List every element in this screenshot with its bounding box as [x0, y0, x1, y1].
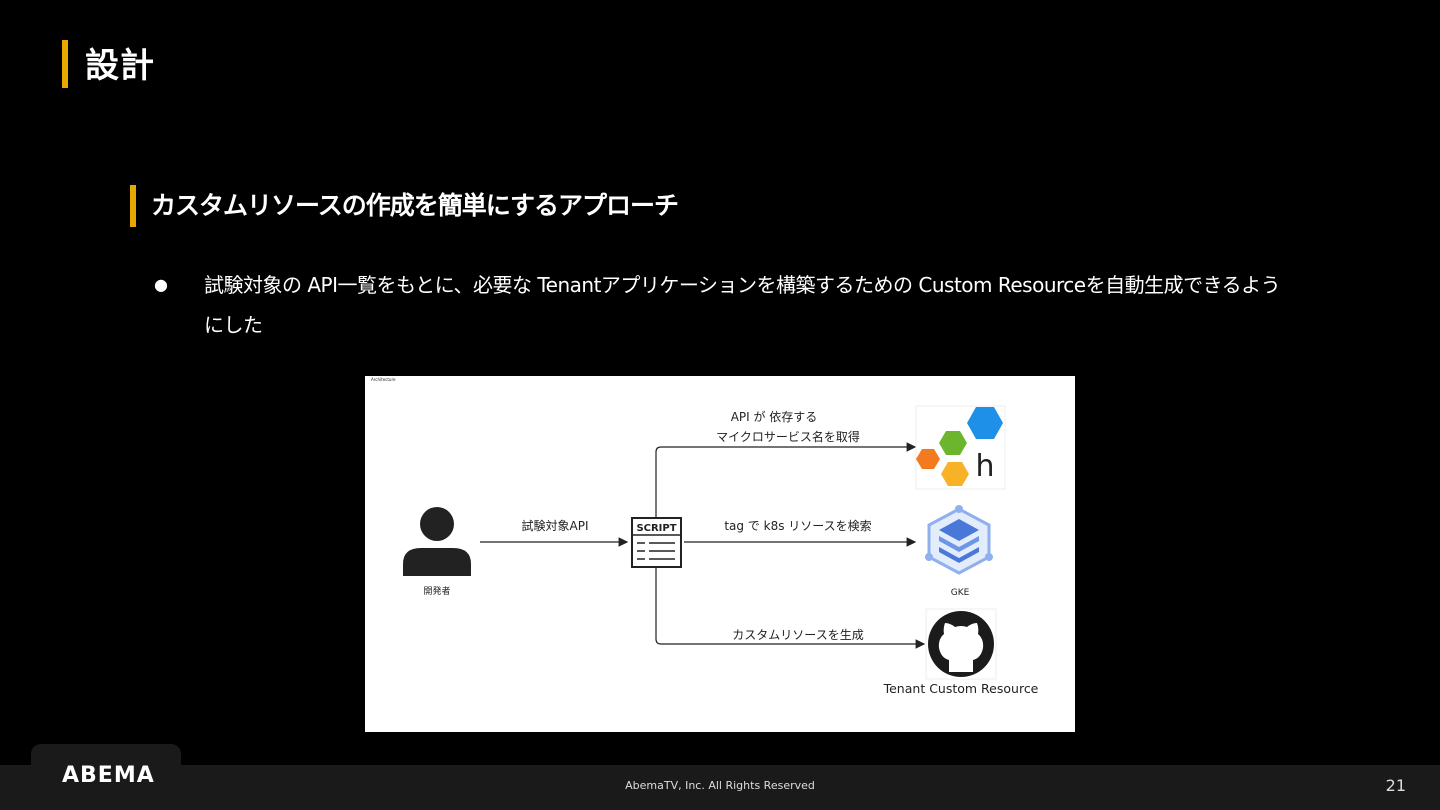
gke-label: GKE — [951, 588, 970, 598]
abema-logo: ABEMA — [62, 763, 155, 788]
gke-icon — [925, 505, 993, 575]
footer-bar — [0, 765, 1440, 810]
edge-bottom-label: カスタムリソースを生成 — [732, 628, 863, 642]
page-number: 21 — [1385, 776, 1406, 795]
bullet-dot: ● — [154, 275, 168, 294]
edge-top-line2: マイクロサービス名を取得 — [716, 429, 860, 444]
bullet-text: 試験対象の API一覧をもとに、必要な Tenantアプリケーションを構築するた… — [204, 273, 1281, 337]
logo-tab — [31, 744, 181, 810]
architecture-diagram: Architecture 開発者 試験対象API SCRIPT API が 依存… — [365, 376, 1075, 732]
edge-script-to-github — [655, 567, 926, 649]
edge-mid-label: tag で k8s リソースを検索 — [724, 519, 871, 533]
corner-tag: Architecture — [371, 377, 396, 382]
page-title: 設計 — [85, 46, 155, 86]
subtitle-accent-bar — [130, 185, 136, 227]
actor-label: 開発者 — [423, 585, 450, 597]
title-accent-bar — [62, 40, 68, 88]
svg-text:h: h — [975, 449, 994, 484]
edge-script-to-registry — [655, 442, 917, 518]
edge-to-script-label: 試験対象API — [522, 518, 589, 533]
person-icon — [403, 507, 471, 576]
copyright-text: AbemaTV, Inc. All Rights Reserved — [625, 779, 815, 792]
github-label: Tenant Custom Resource — [883, 681, 1039, 696]
edge-top-line1: API が 依存する — [731, 409, 818, 424]
hexagon-h-icon: h — [915, 405, 1006, 490]
script-label: SCRIPT — [636, 523, 676, 534]
github-icon — [925, 608, 997, 680]
section-subtitle: カスタムリソースの作成を簡単にするアプローチ — [151, 191, 679, 220]
